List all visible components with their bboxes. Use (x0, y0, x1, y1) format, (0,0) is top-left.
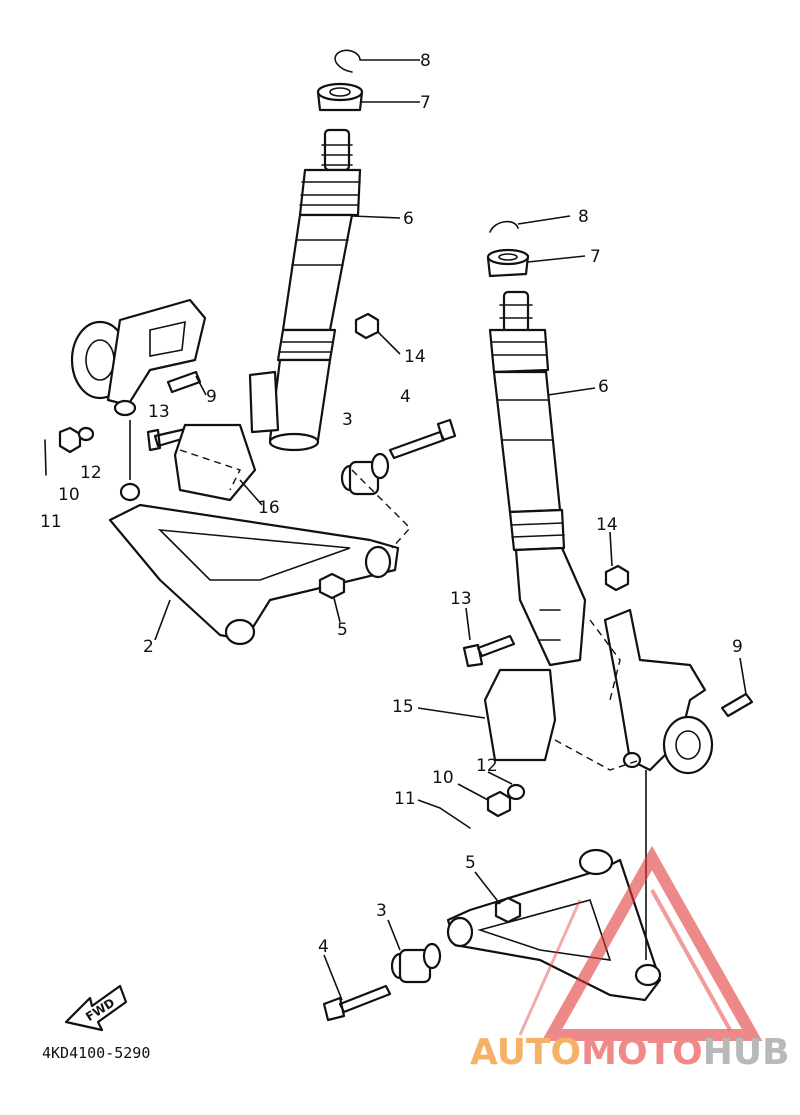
nut-10-right (486, 790, 512, 818)
label-7-left: 7 (420, 93, 431, 113)
label-14-right: 14 (596, 515, 618, 535)
watermark-logo (518, 845, 763, 1041)
cotter-pin-11-left (44, 439, 47, 476)
right-assembly (322, 215, 754, 1022)
cotter-pin-11-right (439, 807, 471, 829)
label-11-right: 11 (394, 789, 416, 809)
nut-5-right (494, 896, 522, 924)
label-15-right: 15 (392, 697, 414, 717)
labels-left: 8 7 6 14 9 13 3 4 16 12 10 11 2 5 (40, 51, 431, 657)
label-3-right: 3 (376, 901, 387, 921)
watermark-hub: HUB (703, 1032, 790, 1073)
washer-12-right (506, 783, 526, 801)
label-4-right: 4 (318, 937, 329, 957)
bushing-3-left (340, 452, 390, 496)
washer-12-left (77, 426, 95, 442)
fwd-arrow: FWD (64, 984, 128, 1032)
left-assembly (44, 49, 457, 646)
nut-14-left (354, 312, 380, 340)
bolt-4-right (322, 984, 392, 1022)
label-9-left: 9 (206, 387, 217, 407)
svg-text:AUTOMOTOHUB: AUTOMOTOHUB (470, 1032, 790, 1073)
circlip-8-right (489, 220, 519, 233)
label-10-left: 10 (58, 485, 80, 505)
nut-10-left (58, 426, 82, 454)
label-2-left: 2 (143, 637, 154, 657)
guard-16-left (173, 423, 257, 502)
lower-arm-right (446, 848, 662, 1002)
label-5-left: 5 (337, 620, 348, 640)
label-11-left: 11 (40, 512, 62, 532)
nut-7-right (486, 248, 530, 278)
bushing-3-right (390, 942, 442, 984)
label-14-left: 14 (404, 347, 426, 367)
lower-arm-2-left (108, 482, 400, 646)
label-9-right: 9 (732, 637, 743, 657)
labels-right: 8 7 6 14 13 9 15 12 10 11 5 3 4 (318, 207, 743, 957)
label-13-right: 13 (450, 589, 472, 609)
label-5-right: 5 (465, 853, 476, 873)
label-16-left: 16 (258, 498, 280, 518)
label-3-left: 3 (342, 410, 353, 430)
shock-absorber-6-right (488, 290, 587, 667)
bolt-9-left (166, 370, 202, 394)
label-12-right: 12 (476, 756, 498, 776)
nut-14-right (604, 564, 630, 592)
label-13-left: 13 (148, 402, 170, 422)
label-6-left: 6 (403, 209, 414, 229)
label-12-left: 12 (80, 463, 102, 483)
shock-absorber-6-left (268, 128, 362, 452)
label-8-left: 8 (420, 51, 431, 71)
watermark-auto: AUTO (470, 1032, 581, 1073)
watermark-triangle-icon (541, 845, 763, 1041)
label-6-right: 6 (598, 377, 609, 397)
label-4-left: 4 (400, 387, 411, 407)
label-7-right: 7 (590, 247, 601, 267)
bolt-9-right (720, 692, 754, 718)
watermark-text: AUTOMOTOHUB (470, 1032, 790, 1073)
circlip-8-left (334, 49, 361, 73)
bolt-13-right (462, 634, 516, 668)
guard-15-right (483, 668, 557, 762)
knuckle-left (70, 298, 207, 417)
label-10-right: 10 (432, 768, 454, 788)
bolt-4-left (388, 418, 457, 460)
watermark-moto: MOTO (581, 1032, 703, 1073)
nut-5-left (318, 572, 346, 600)
nut-7-left (316, 82, 364, 112)
knuckle-right (603, 608, 714, 775)
catalog-code: 4KD4100-5290 (42, 1044, 150, 1062)
label-8-right: 8 (578, 207, 589, 227)
